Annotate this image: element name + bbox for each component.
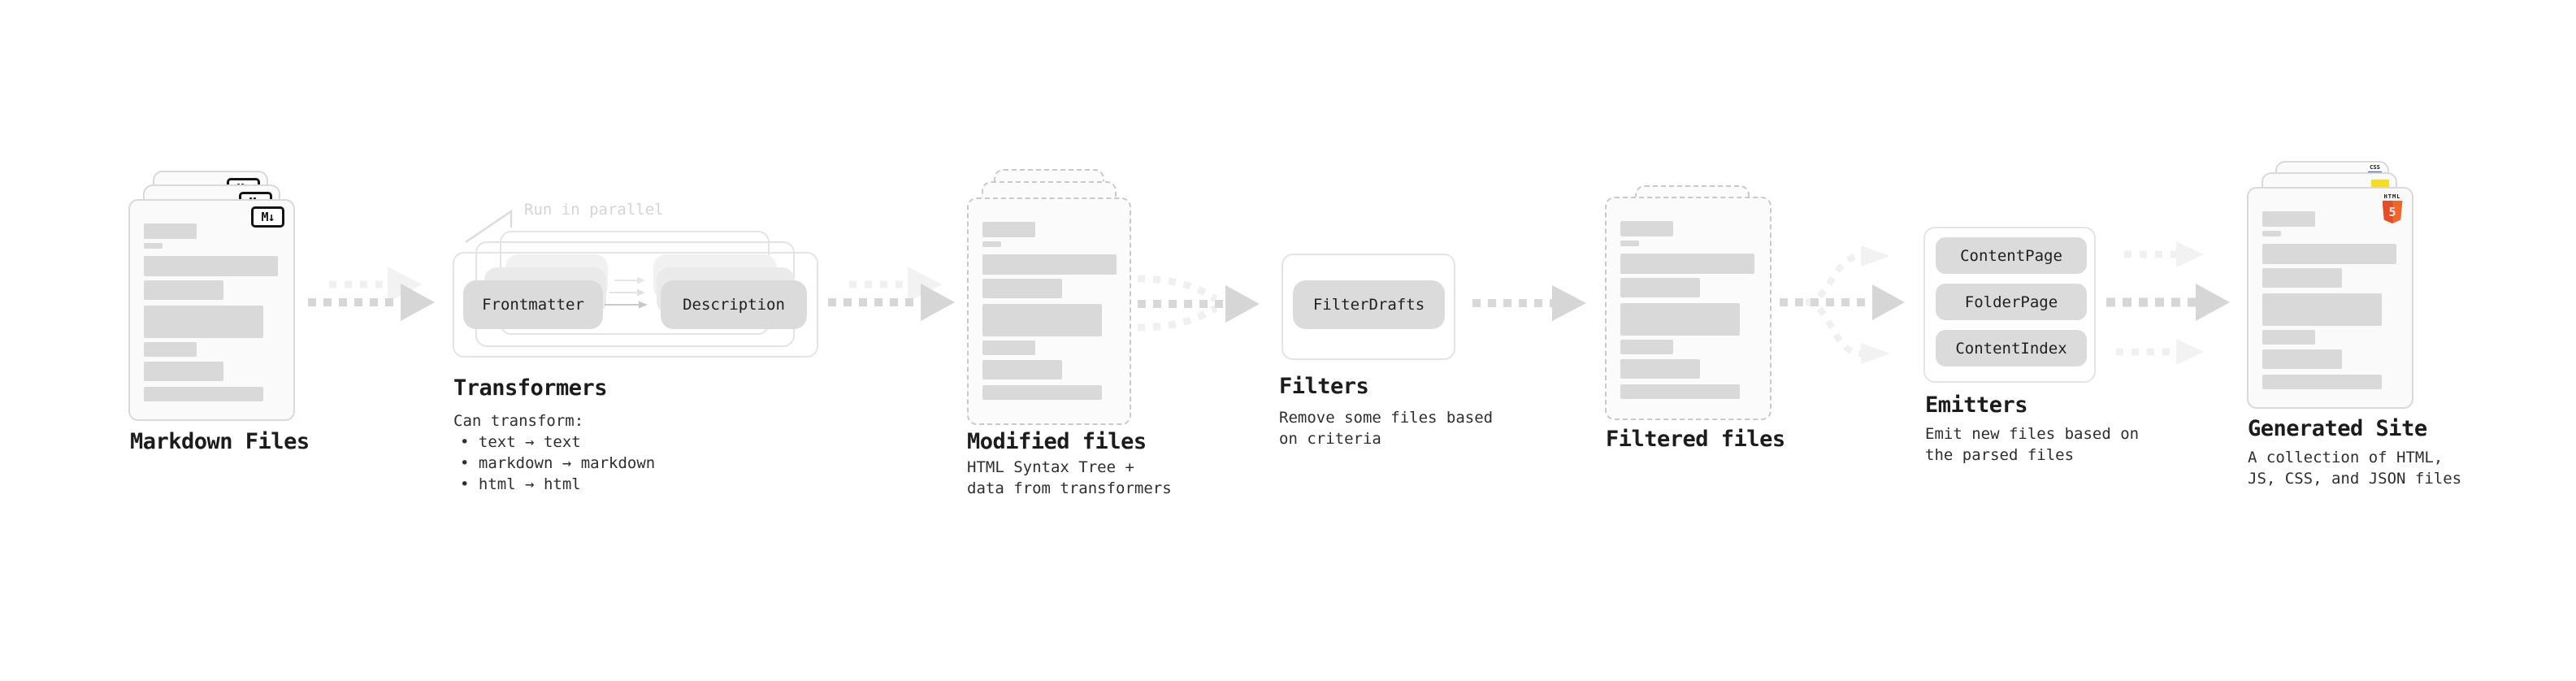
transformer-pill-frontmatter: Frontmatter [463, 280, 603, 329]
css-icon-label: CSS [2370, 164, 2380, 171]
emitter-pill-contentpage: ContentPage [1936, 237, 2087, 274]
callout-line [465, 209, 513, 244]
text-line-placeholder [982, 360, 1062, 380]
bullet-item: • html → html [460, 475, 581, 493]
can-transform-heading: Can transform: [453, 412, 584, 430]
stage-title-filtered-files: Filtered files [1606, 427, 1785, 452]
generated-site-description: A collection of HTML, JS, CSS, and JSON … [2248, 447, 2461, 489]
text-line-placeholder [1620, 359, 1700, 379]
bullet-item: • text → text [460, 433, 581, 451]
description-line: HTML Syntax Tree + [967, 458, 1134, 476]
description-line: Emit new files based on [1925, 425, 2140, 443]
html5-icon-label: HTML [2383, 193, 2401, 200]
text-line-placeholder [2262, 293, 2382, 326]
filter-pill-filterdrafts: FilterDrafts [1293, 280, 1445, 329]
text-line-placeholder [1620, 254, 1754, 274]
stage-title-generated-site: Generated Site [2248, 416, 2427, 441]
text-line-placeholder [2262, 349, 2342, 369]
text-line-placeholder [2262, 231, 2281, 236]
file-card-front: HTML 5 [2247, 187, 2413, 409]
filtered-files-stack [1605, 185, 1772, 421]
emitter-pill-contentindex: ContentIndex [1936, 330, 2087, 367]
text-line-placeholder [1620, 278, 1700, 297]
stage-title-filters: Filters [1279, 374, 1369, 399]
run-in-parallel-label: Run in parallel [524, 201, 664, 219]
stage-title-modified-files: Modified files [967, 429, 1147, 454]
transformer-frame-front [453, 252, 818, 358]
transformer-pill-description: Description [661, 280, 807, 329]
text-line-placeholder [982, 279, 1062, 298]
text-line-placeholder [1620, 221, 1673, 236]
description-line: JS, CSS, and JSON files [2248, 470, 2462, 488]
stage-title-transformers: Transformers [453, 375, 608, 401]
file-card-front [967, 197, 1131, 425]
description-line: on criteria [1279, 430, 1381, 448]
text-line-placeholder [144, 342, 197, 357]
emitter-pill-folderpage: FolderPage [1936, 284, 2087, 320]
stage-title-emitters: Emitters [1925, 393, 2028, 418]
filters-description: Remove some files based on criteria [1279, 407, 1493, 449]
filters-frame [1281, 254, 1455, 360]
description-line: Remove some files based [1279, 409, 1494, 427]
flow-arrow-emitters-to-site [2106, 241, 2230, 365]
html5-icon: HTML 5 [2380, 193, 2405, 223]
markdown-files-stack: M↓ M↓ M↓ [128, 171, 295, 421]
text-line-placeholder [2262, 268, 2342, 288]
html5-icon-shield: 5 [2382, 201, 2403, 223]
js-icon [2371, 180, 2389, 189]
text-line-placeholder [1620, 303, 1740, 336]
html5-icon-number: 5 [2388, 205, 2396, 219]
flow-arrow-filtered-to-emitters [1780, 245, 1905, 364]
text-line-placeholder [144, 306, 263, 338]
text-line-placeholder [1620, 384, 1740, 399]
file-card-front: M↓ [128, 199, 295, 421]
text-line-placeholder [2262, 330, 2315, 345]
text-line-placeholder [982, 222, 1035, 237]
flow-arrow-modified-to-filters [1137, 275, 1260, 332]
markdown-icon-glyph: M↓ [261, 210, 275, 224]
text-line-placeholder [982, 340, 1035, 355]
text-line-placeholder [144, 223, 197, 239]
flow-arrow-filters-to-filtered [1472, 285, 1586, 321]
emitters-frame [1923, 227, 2096, 383]
file-card-front [1605, 197, 1772, 420]
text-line-placeholder [982, 304, 1102, 336]
description-line: the parsed files [1925, 446, 2075, 464]
markdown-icon: M↓ [251, 206, 284, 228]
text-line-placeholder [144, 362, 223, 381]
parallel-step-arrows [605, 276, 648, 309]
description-line: A collection of HTML, [2248, 449, 2444, 466]
text-line-placeholder [144, 387, 263, 401]
bullet-item: • markdown → markdown [460, 454, 656, 472]
text-line-placeholder [2262, 244, 2396, 264]
text-line-placeholder [144, 243, 163, 249]
flow-arrow-transformers-to-modified [828, 267, 955, 321]
text-line-placeholder [144, 280, 223, 300]
modified-files-stack [967, 169, 1131, 425]
text-line-placeholder [144, 256, 278, 276]
transformers-description: Can transform: • text → text • markdown … [453, 410, 655, 495]
emitters-description: Emit new files based on the parsed files [1925, 423, 2139, 466]
text-line-placeholder [2262, 375, 2382, 389]
text-line-placeholder [982, 241, 1001, 247]
text-line-placeholder [982, 385, 1102, 400]
text-line-placeholder [982, 254, 1117, 275]
flow-arrow-markdown-to-transformers [308, 267, 435, 321]
stage-title-markdown-files: Markdown Files [130, 429, 310, 454]
modified-files-description: HTML Syntax Tree + data from transformer… [967, 457, 1172, 499]
text-line-placeholder [2262, 211, 2315, 227]
description-line: data from transformers [967, 479, 1172, 497]
generated-site-stack: CSS HTML 5 [2247, 161, 2413, 413]
text-line-placeholder [1620, 340, 1673, 354]
text-line-placeholder [1620, 241, 1639, 246]
